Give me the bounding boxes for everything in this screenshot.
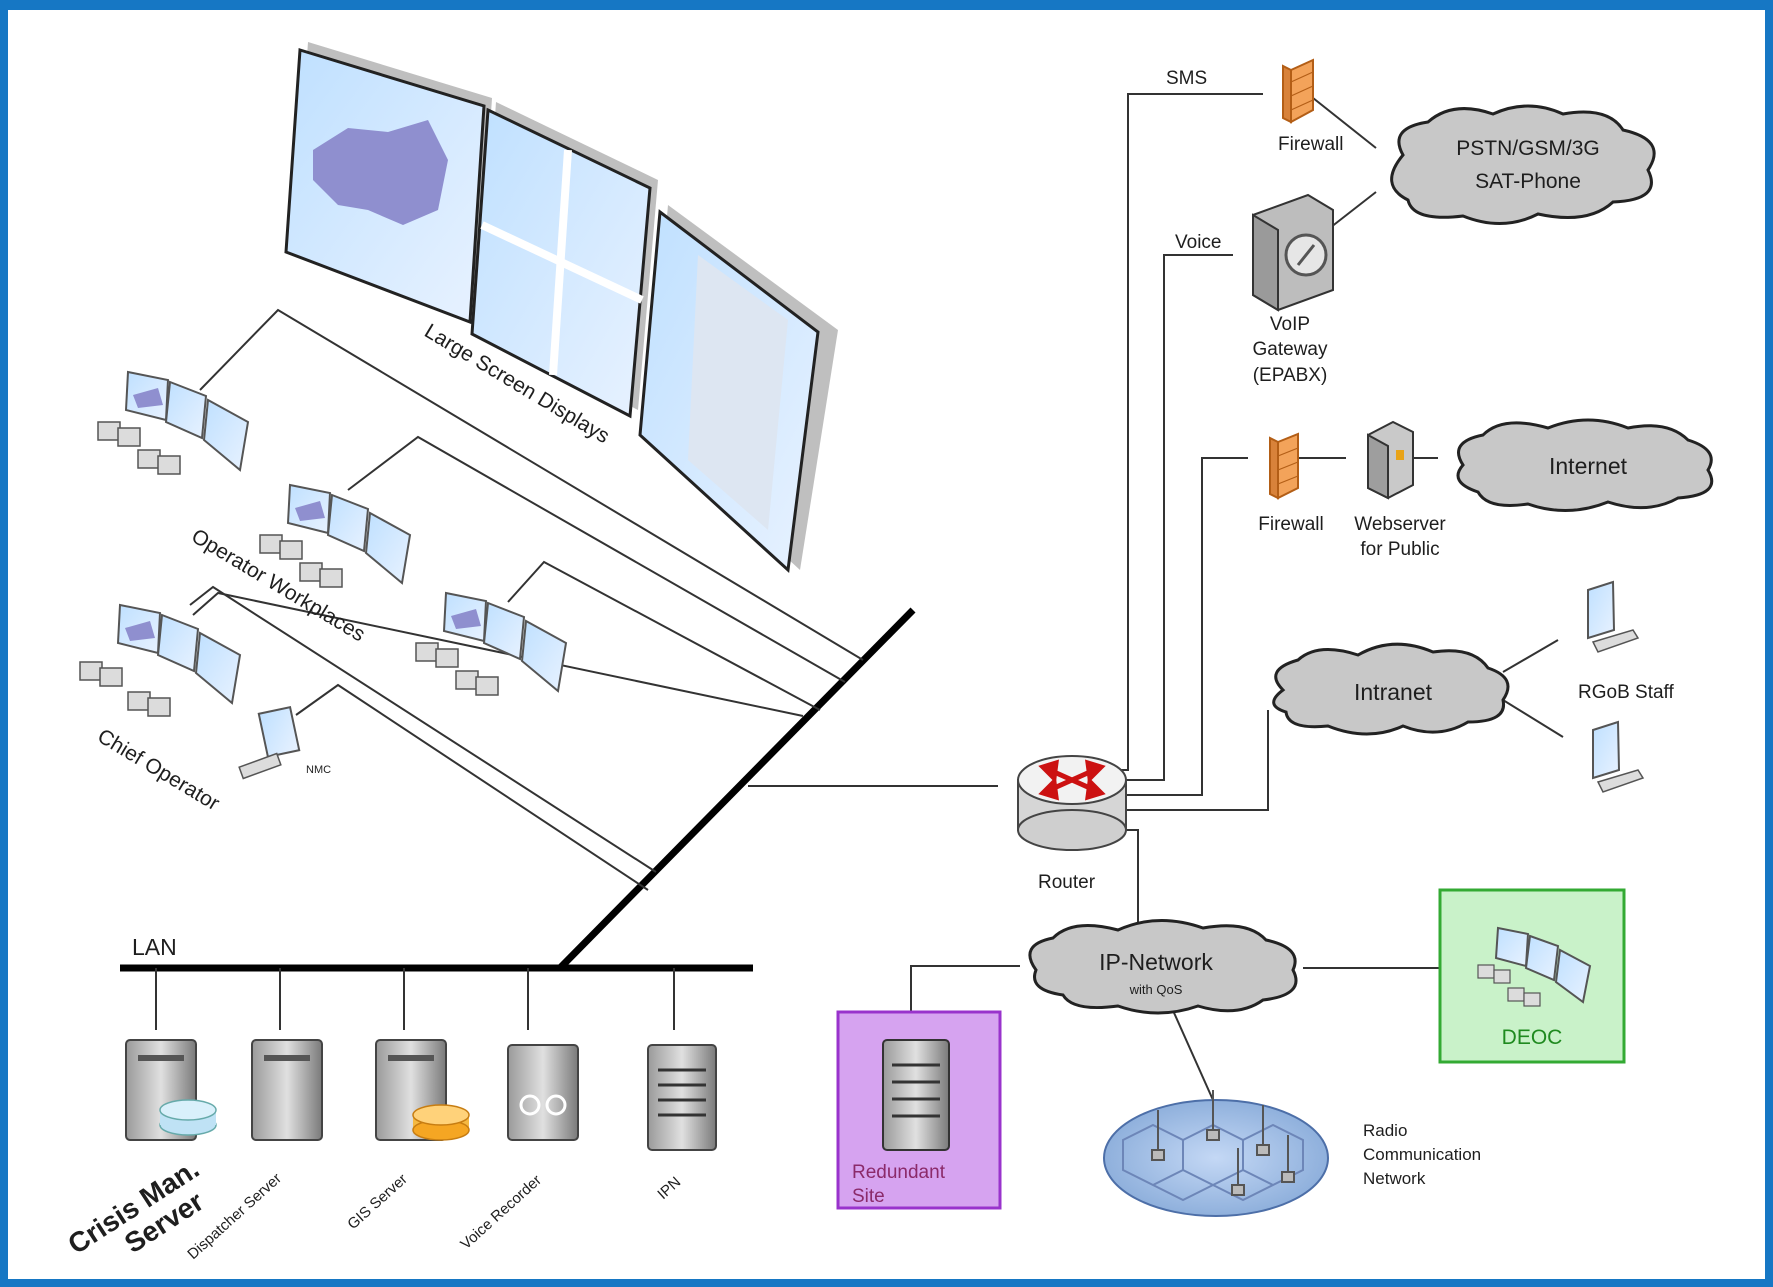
deoc-label: DEOC <box>1502 1026 1563 1049</box>
staff-pc-2 <box>1592 720 1645 793</box>
voip-gateway: VoIP Gateway (EPABX) <box>1252 193 1334 386</box>
voice-recorder-label: Voice Recorder <box>457 1172 545 1253</box>
dispatcher-server: Dispatcher Server <box>184 1039 323 1263</box>
nmc-workstation: NMC <box>238 705 331 780</box>
voice-recorder: Voice Recorder <box>457 1044 579 1253</box>
radio-label-3: Network <box>1363 1169 1426 1188</box>
firewall-mid-label: Firewall <box>1258 514 1323 535</box>
nmc-label: NMC <box>306 764 331 776</box>
webserver-label-1: Webserver <box>1354 514 1446 535</box>
deoc-site: DEOC <box>1438 888 1626 1064</box>
voip-label-1: VoIP <box>1270 314 1310 335</box>
router-label: Router <box>1038 872 1096 893</box>
voice-label: Voice <box>1175 232 1221 253</box>
radio-network: Radio Communication Network <box>1103 1090 1481 1217</box>
webserver-label-2: for Public <box>1360 539 1439 560</box>
cloud-intranet: Intranet <box>1272 642 1510 736</box>
gis-server-label: GIS Server <box>344 1171 411 1233</box>
ipn-label: IPN <box>654 1174 684 1203</box>
radio-label-1: Radio <box>1363 1121 1407 1140</box>
connection-lines <box>120 93 1564 1101</box>
network-diagram: Large Screen Displays <box>62 42 1714 1263</box>
cloud-pstn: PSTN/GSM/3G SAT-Phone <box>1390 104 1656 226</box>
gis-server: GIS Server <box>344 1039 470 1233</box>
redundant-label-2: Site <box>852 1186 885 1207</box>
redundant-site: Redundant Site <box>836 1010 1002 1210</box>
rgob-staff-label: RGoB Staff <box>1578 682 1674 703</box>
ipn-server: IPN <box>647 1044 717 1203</box>
large-screen-1 <box>284 42 492 325</box>
chief-operator-label: Chief Operator <box>93 725 223 816</box>
pstn-label-2: SAT-Phone <box>1475 170 1581 193</box>
firewall-top-label: Firewall <box>1278 134 1343 155</box>
lan-label: LAN <box>132 934 177 960</box>
voip-label-3: (EPABX) <box>1253 365 1328 386</box>
ipnet-label-1: IP-Network <box>1099 949 1213 975</box>
intranet-label: Intranet <box>1354 679 1433 705</box>
firewall-icon-top: Firewall <box>1278 58 1343 155</box>
operator-workplace-3 <box>415 591 568 696</box>
cloud-ip-network: IP-Network with QoS <box>1028 919 1298 1015</box>
operator-workplace-2 <box>259 483 412 588</box>
large-screen-3 <box>638 205 838 574</box>
cloud-internet: Internet <box>1456 418 1714 512</box>
firewall-icon-mid: Firewall <box>1258 432 1324 535</box>
router: Router <box>1017 755 1127 893</box>
radio-label-2: Communication <box>1363 1145 1481 1164</box>
backbone-bus <box>557 607 916 971</box>
diagram-frame: Large Screen Displays <box>8 10 1765 1279</box>
operator-workplace-1 <box>97 370 250 475</box>
internet-label: Internet <box>1549 453 1628 479</box>
webserver-public: Webserver for Public <box>1354 420 1446 560</box>
voip-label-2: Gateway <box>1253 339 1328 360</box>
redundant-label-1: Redundant <box>852 1162 946 1183</box>
pstn-label-1: PSTN/GSM/3G <box>1456 137 1600 160</box>
ipnet-label-2: with QoS <box>1129 982 1183 997</box>
router-arrows-icon <box>1038 759 1106 801</box>
large-screen-displays: Large Screen Displays <box>284 42 838 574</box>
large-screen-2 <box>470 102 658 419</box>
chief-operator-workplace <box>79 603 242 717</box>
staff-pc-1 <box>1587 580 1640 653</box>
sms-label: SMS <box>1166 68 1207 89</box>
